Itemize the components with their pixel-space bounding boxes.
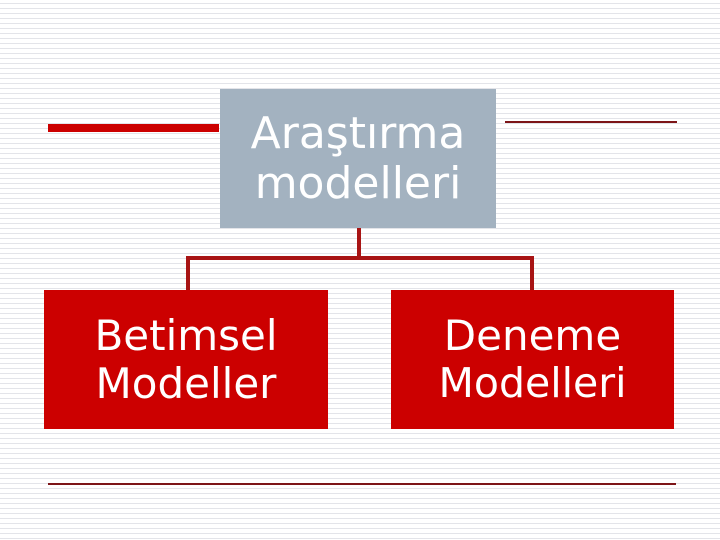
root-label-line2: modelleri xyxy=(254,157,462,209)
connector-drop-right xyxy=(530,256,534,291)
experimental-label-line1: Deneme xyxy=(443,311,622,361)
connector-stem-vertical xyxy=(357,228,361,259)
diagram-node-experimental-models: Deneme Modelleri xyxy=(391,290,674,429)
decor-bottom-rule xyxy=(48,483,676,485)
diagram-node-descriptive-models: Betimsel Modeller xyxy=(44,290,328,429)
decor-thick-rule-left xyxy=(48,124,219,132)
descriptive-label-line2: Modeller xyxy=(95,358,277,408)
connector-drop-left xyxy=(186,256,190,291)
connector-horizontal-bar xyxy=(186,256,534,260)
diagram-node-root: Araştırma modelleri xyxy=(220,89,496,228)
root-label-line1: Araştırma xyxy=(250,108,466,160)
experimental-label-line2: Modelleri xyxy=(438,359,627,408)
descriptive-label-line1: Betimsel xyxy=(94,310,278,360)
decor-thin-rule-right xyxy=(505,121,677,123)
